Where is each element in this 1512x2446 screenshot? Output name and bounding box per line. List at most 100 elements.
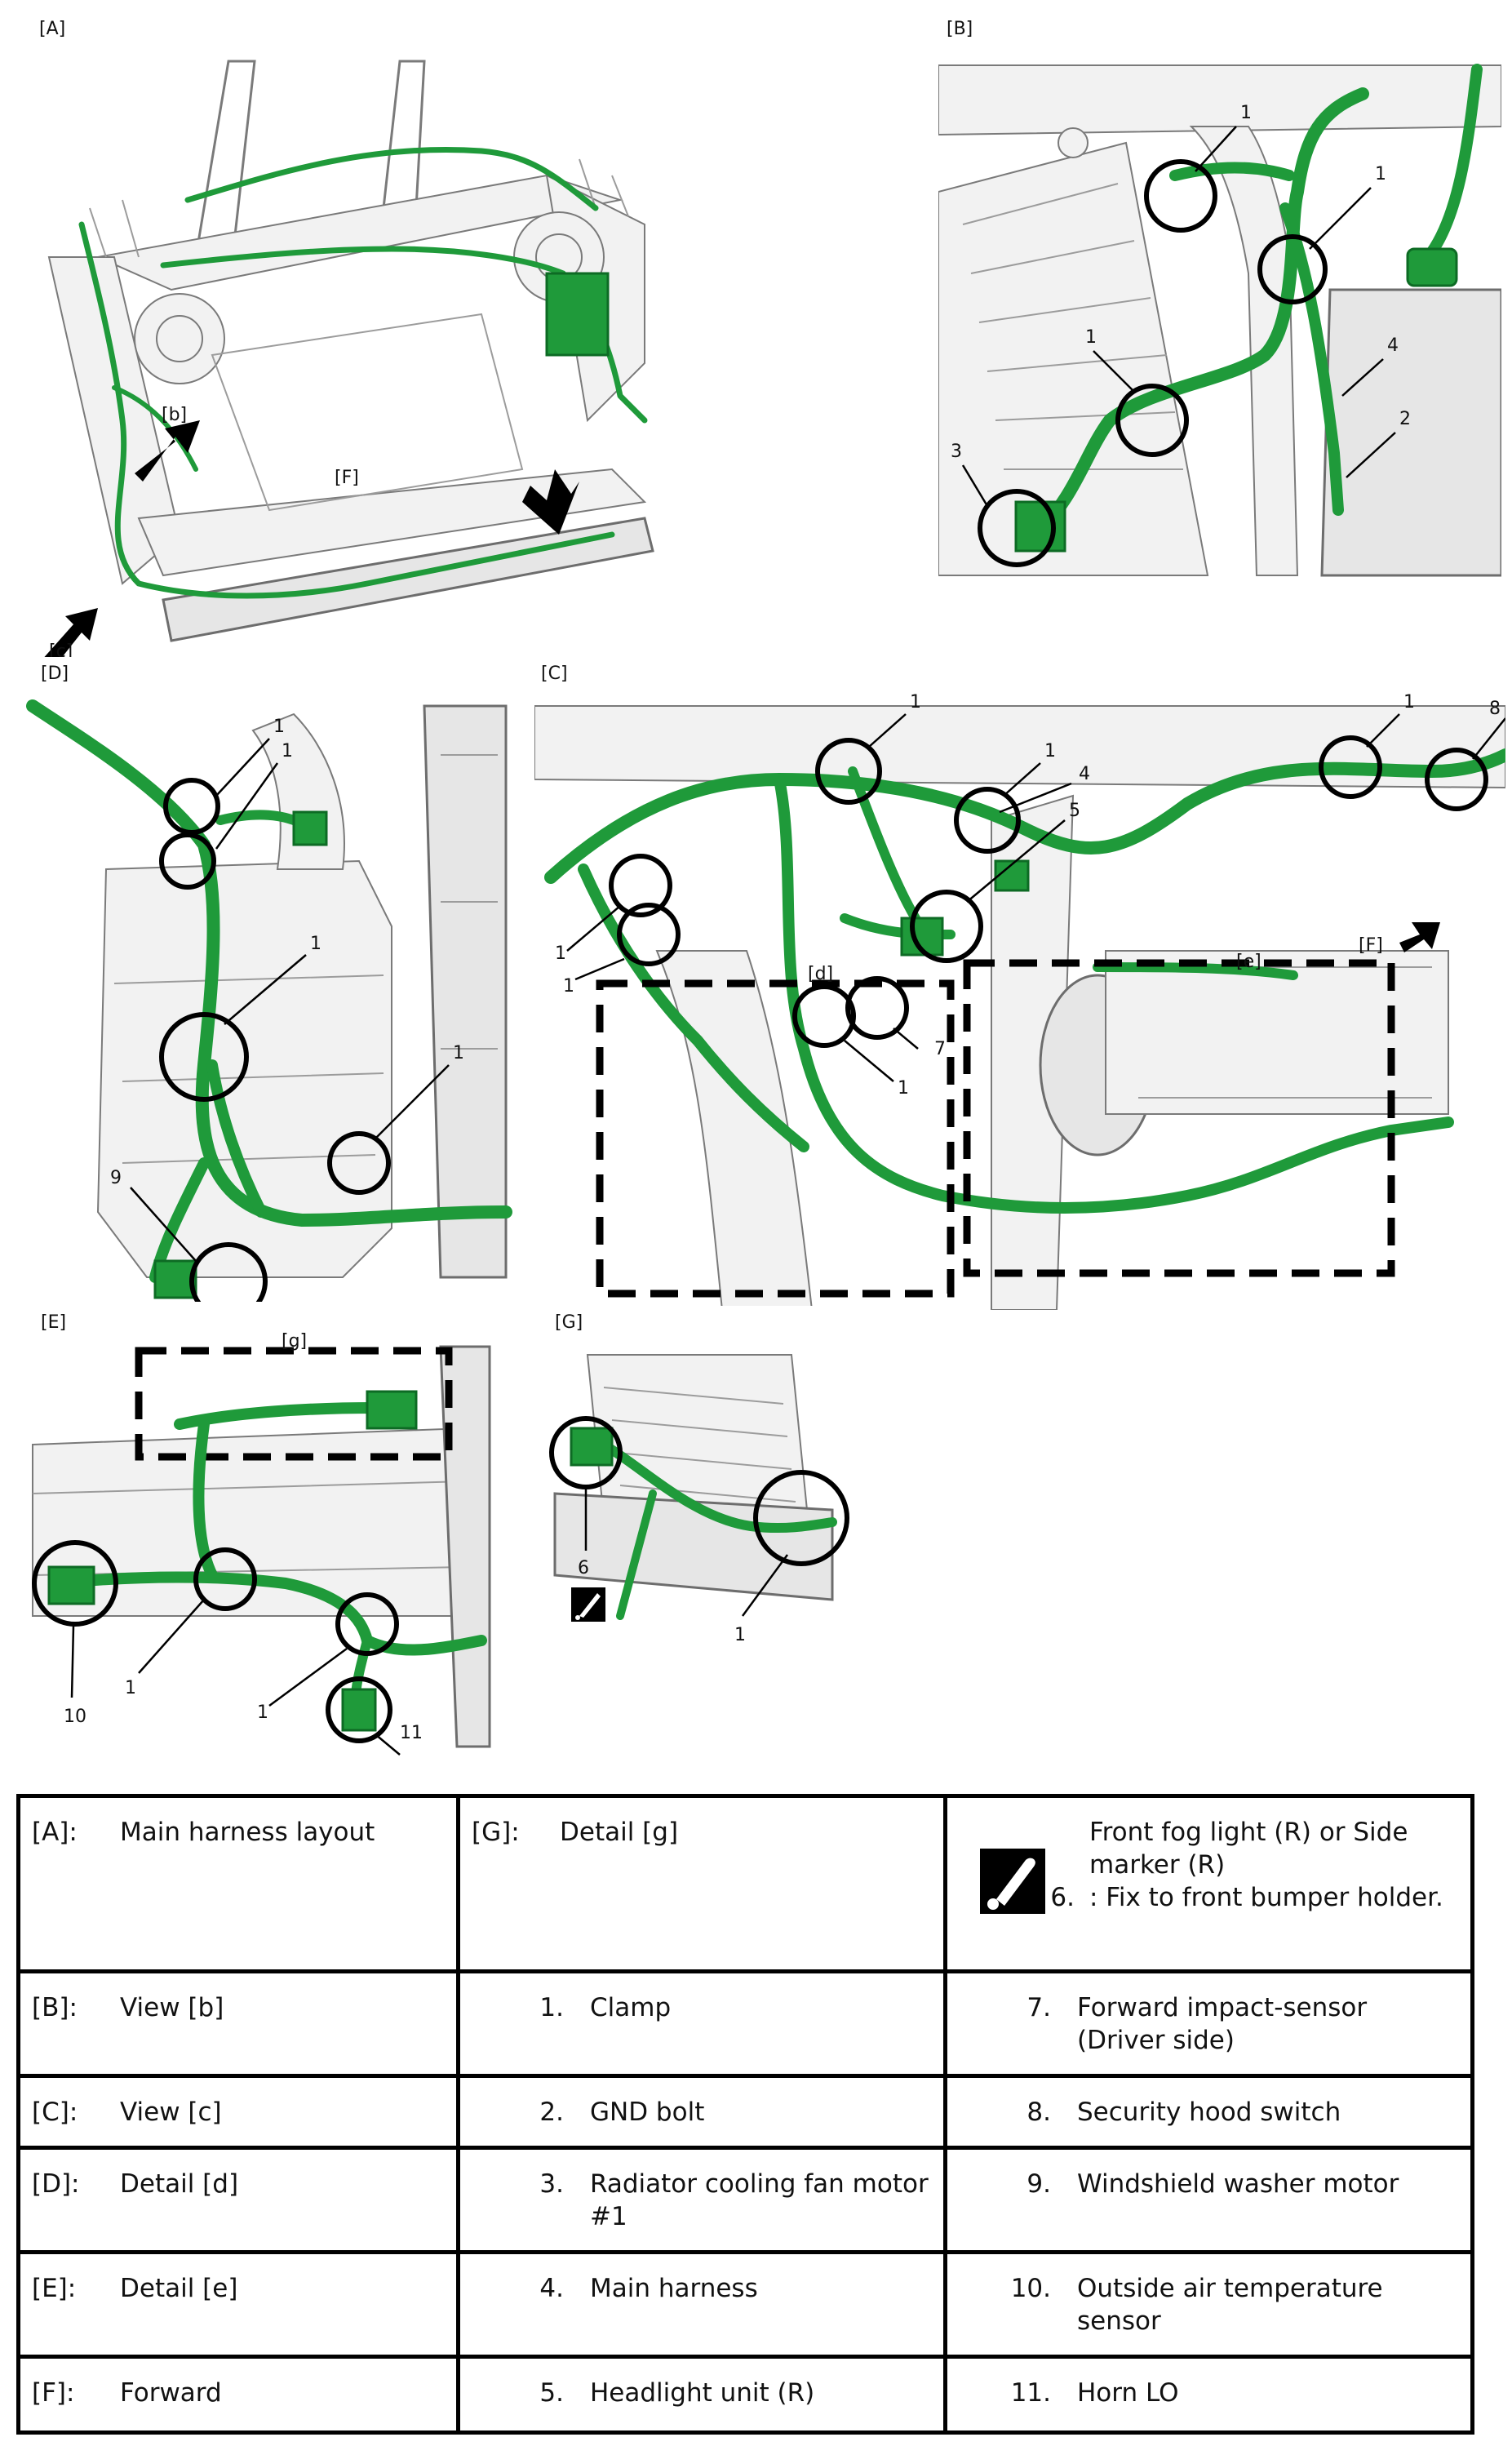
d-washer-motor-circle — [189, 1242, 268, 1302]
bumper-holder — [553, 1492, 834, 1601]
detail-g-box — [135, 1347, 453, 1461]
legend-cell: [G]:Detail [g] — [456, 1794, 947, 1973]
legend-num: 4. — [539, 2274, 564, 2303]
legend-value: Windshield washer motor — [1077, 2169, 1399, 2199]
fog-light-connector — [570, 1427, 614, 1467]
callout-c-1a: 1 — [910, 692, 921, 712]
callout-b-4: 4 — [1387, 335, 1399, 356]
side-frame — [423, 704, 508, 1279]
c-clamp-3 — [954, 787, 1021, 854]
radiator-opening — [211, 313, 524, 512]
label-detail-g: [g] — [282, 1331, 307, 1352]
legend-row: [D]:Detail [d] 3.Radiator cooling fan mo… — [16, 2146, 1474, 2254]
d-clamp-1 — [163, 778, 220, 835]
callout-b-3: 3 — [951, 442, 962, 462]
horn-connector — [341, 1688, 377, 1732]
legend-value: GND bolt — [590, 2098, 705, 2127]
side-panel — [1320, 288, 1501, 577]
callout-d-9: 9 — [110, 1168, 122, 1188]
callout-d-1b: 1 — [282, 741, 293, 761]
fan-motor-circle — [978, 489, 1056, 567]
legend-value: Headlight unit (R) — [590, 2378, 815, 2408]
legend-fix-hint: 6. — [959, 1816, 1081, 1914]
legend-cell: 6. Front fog light (R) or Side marker (R… — [943, 1794, 1474, 1973]
callout-b-1c: 1 — [1085, 327, 1097, 348]
label-view-b: [b] — [162, 405, 187, 425]
c-clamp-1 — [609, 854, 672, 917]
legend-value: Forward impact-sensor (Driver side) — [1077, 1993, 1368, 2055]
clamp-circle-3 — [1115, 384, 1189, 457]
panel-a-main-layout: [A] [b] [F] [c] — [24, 12, 677, 673]
label-forward: [F] — [335, 468, 359, 488]
legend-key: [C]: — [32, 2098, 78, 2127]
callout-e-1a: 1 — [125, 1678, 136, 1698]
washer-motor-connector — [153, 1259, 197, 1299]
callout-e-10: 10 — [64, 1707, 86, 1727]
panel-g-drawing: 6 1 — [549, 1354, 849, 1645]
legend-cell: [A]:Main harness layout — [16, 1794, 460, 1973]
strut-left — [194, 60, 256, 259]
callout-c-8: 8 — [1489, 699, 1501, 719]
c-clamp-6 — [845, 976, 909, 1040]
c-headlight-circle — [910, 890, 983, 963]
d-clamp-2 — [159, 832, 216, 890]
legend-row: [A]:Main harness layout [G]:Detail [g] 6… — [16, 1794, 1474, 1973]
bracket-frame — [586, 1354, 809, 1519]
panel-d-tag: [D] — [41, 664, 69, 684]
clamp-circle-2 — [1257, 234, 1328, 304]
callout-c-1b: 1 — [1044, 741, 1056, 761]
panel-e-tag: [E] — [41, 1312, 67, 1333]
harness-g — [599, 1440, 837, 1534]
callout-d-1c: 1 — [310, 934, 321, 954]
callout-b-1a: 1 — [1240, 103, 1252, 123]
e-air-temp-circle — [32, 1540, 118, 1627]
harness-main-b — [1030, 87, 1369, 541]
pillar — [1189, 126, 1299, 576]
legend-value: Horn LO — [1077, 2378, 1179, 2408]
legend-table: [A]:Main harness layout [G]:Detail [g] 6… — [16, 1794, 1474, 2435]
legend-row: [F]:Forward 5.Headlight unit (R) 11.Horn… — [16, 2355, 1474, 2435]
callout-g-1: 1 — [734, 1625, 746, 1645]
callout-g-6: 6 — [578, 1558, 589, 1578]
panel-a-drawing: [b] [F] [c] — [41, 60, 654, 672]
d-clamp-3 — [159, 1012, 249, 1102]
harness-main-d — [26, 699, 512, 1227]
legend-num: 7. — [1026, 1993, 1051, 2022]
panel-g-tag: [G] — [555, 1312, 583, 1333]
fix-hint-icon — [980, 1849, 1046, 1914]
legend-key: [B]: — [32, 1993, 78, 2022]
panel-c-tag: [C] — [541, 664, 568, 684]
arrow-view-c — [41, 608, 98, 672]
fan-motor-connector — [1014, 500, 1066, 553]
callout-c-7: 7 — [934, 1039, 946, 1059]
legend-hint: : Fix to front bumper holder. — [1089, 1883, 1443, 1912]
legend-value: Radiator cooling fan motor #1 — [590, 2169, 929, 2231]
callout-d-1a: 1 — [273, 717, 285, 737]
callout-b-1b: 1 — [1375, 164, 1386, 184]
legend-row: [C]:View [c] 2.GND bolt 8.Security hood … — [16, 2074, 1474, 2150]
legend-num: 10. — [1010, 2274, 1051, 2303]
legend-key: [A]: — [32, 1818, 78, 1847]
panel-b-tag: [B] — [947, 19, 973, 39]
clamp-circle-1 — [1144, 159, 1217, 233]
panel-e-drawing: 10 1 1 11 [g] — [32, 1331, 491, 1756]
d-clamp-4 — [327, 1131, 391, 1195]
harness-upper-c — [544, 748, 1505, 884]
upper-tie-bar — [534, 705, 1505, 789]
panel-a-tag: [A] — [39, 19, 66, 39]
strut-right — [382, 60, 426, 210]
callout-c-1c: 1 — [1403, 692, 1415, 712]
label-detail-e: [e] — [1236, 952, 1261, 972]
callout-c-4: 4 — [1079, 764, 1090, 784]
panel-g-detail-g: [G] 6 1 — [539, 1306, 865, 1665]
legend-num: 5. — [539, 2378, 564, 2408]
legend-row: [E]:Detail [e] 4.Main harness 10.Outside… — [16, 2250, 1474, 2359]
upper-rail — [938, 64, 1501, 136]
label-detail-d: [d] — [808, 964, 833, 984]
legend-value: Outside air temperature sensor — [1077, 2274, 1383, 2336]
legend-key: [F]: — [32, 2378, 75, 2408]
c-clamp-2 — [815, 738, 882, 805]
legend-key: [G]: — [472, 1818, 520, 1847]
harness-left-front — [78, 221, 615, 599]
legend-value: Main harness — [590, 2274, 758, 2303]
